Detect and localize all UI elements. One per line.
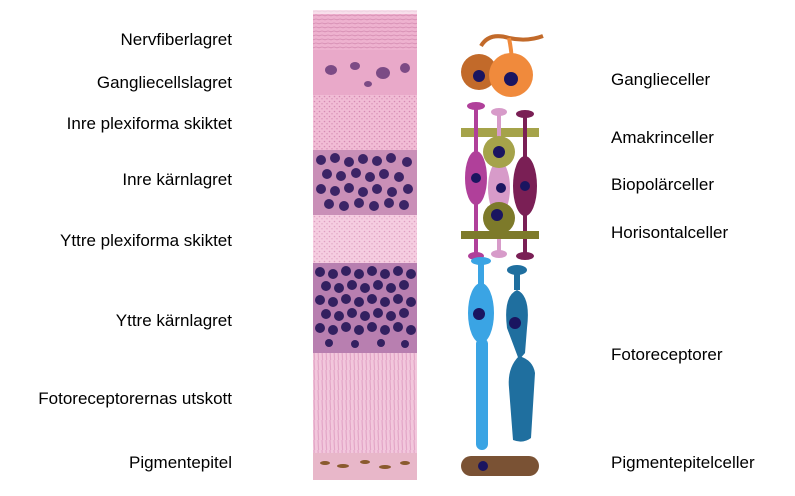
retinal-cells-schematic <box>461 34 544 476</box>
pigment-epithelial-cell-drawing <box>461 456 539 476</box>
label-inner-plexiform-layer: Inre plexiforma skiktet <box>66 114 232 133</box>
ganglion-cells-drawing <box>461 34 544 97</box>
bipolar-cells-drawing <box>465 102 537 260</box>
label-pigment-epithelial-cells: Pigmentepitelceller <box>611 453 755 472</box>
label-ganglion-cell-layer: Gangliecellslagret <box>96 73 232 92</box>
label-photoreceptors: Fotoreceptorer <box>611 345 723 364</box>
label-horizontal-cells: Horisontalceller <box>611 223 729 242</box>
label-pigment-epithelium: Pigmentepitel <box>128 453 232 472</box>
label-bipolar-cells: Biopolärceller <box>611 175 714 194</box>
retina-histology-image <box>313 10 417 480</box>
horizontal-cell-drawing <box>461 202 539 239</box>
label-nerve-fiber-layer: Nervfiberlagret <box>120 30 233 49</box>
rod-photoreceptor-drawing <box>468 257 494 450</box>
cone-photoreceptor-drawing <box>506 265 535 442</box>
label-outer-nuclear-layer: Yttre kärnlagret <box>115 311 232 330</box>
label-ganglion-cells: Ganglieceller <box>611 70 711 89</box>
label-inner-nuclear-layer: Inre kärnlagret <box>122 170 232 189</box>
label-photoreceptor-segments: Fotoreceptorernas utskott <box>38 389 232 408</box>
amacrine-cell-drawing <box>483 136 515 168</box>
label-amacrine-cells: Amakrinceller <box>611 128 714 147</box>
label-outer-plexiform-layer: Yttre plexiforma skiktet <box>60 231 232 250</box>
